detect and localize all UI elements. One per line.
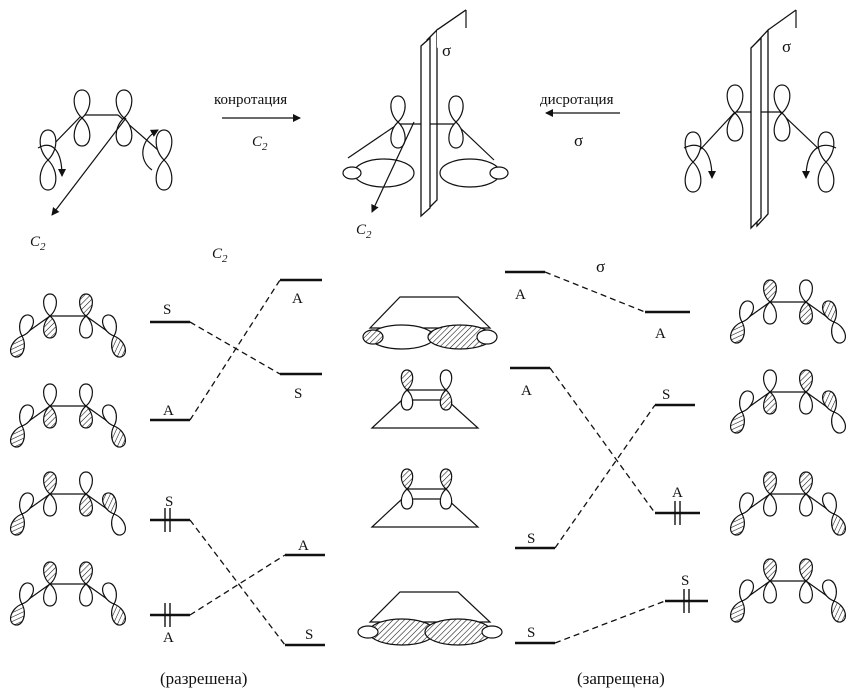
axis-label-mid: C2 — [356, 222, 372, 241]
axis-label-left: C2 — [30, 234, 46, 253]
p-orbital — [390, 95, 406, 149]
butadiene-mo-left-column — [9, 293, 127, 626]
sym-midleft-4: S — [305, 627, 313, 643]
p-orbital — [115, 89, 133, 147]
cyclobutene-pi-star — [370, 369, 480, 429]
p-orbital — [773, 84, 791, 142]
plane-label-right: σ — [782, 37, 791, 56]
p-orbital — [73, 89, 91, 147]
p-orbital — [101, 404, 127, 448]
p-orbital — [798, 279, 814, 325]
p-orbital — [439, 468, 453, 510]
conrotation-arrow: конротация C2 — [214, 92, 301, 153]
p-orbital — [42, 471, 58, 517]
sym-left-4: A — [163, 630, 174, 646]
correlation-lines — [189, 271, 666, 646]
sym-midleft-1: A — [292, 291, 303, 307]
sym-left-3: S — [165, 494, 173, 510]
conrotation-symbol: C2 — [252, 134, 268, 153]
sym-right-1: A — [655, 326, 666, 342]
sym-midright-4: S — [527, 625, 535, 641]
p-orbital — [821, 390, 847, 434]
butadiene-right-top — [683, 9, 837, 230]
sym-midleft-2: S — [294, 386, 302, 402]
p-orbital — [762, 279, 778, 325]
p-orbital — [817, 131, 835, 193]
p-orbital — [42, 293, 58, 339]
p-orbital — [9, 492, 35, 536]
p-orbital — [684, 131, 702, 193]
disrotation-arrow: дисротация σ — [540, 92, 620, 150]
sym-midleft-3: A — [298, 538, 309, 554]
sym-left-1: S — [163, 302, 171, 318]
p-orbital — [101, 492, 127, 536]
butadiene-left-top — [37, 89, 173, 216]
sym-right-4: S — [681, 573, 689, 589]
cyclobutene-top — [342, 9, 509, 218]
symmetry-labels: S A S A A S A S A A S S A S A S — [163, 287, 689, 646]
p-orbital — [729, 300, 755, 344]
disrotation-label: дисротация — [540, 92, 614, 108]
plane-label-mid: σ — [442, 41, 451, 60]
p-orbital — [762, 558, 778, 604]
p-orbital — [42, 561, 58, 607]
p-orbital — [101, 582, 127, 626]
p-orbital — [729, 390, 755, 434]
p-orbital — [439, 369, 453, 411]
p-orbital — [729, 579, 755, 623]
p-orbital — [400, 468, 414, 510]
sym-right-3: A — [672, 485, 683, 501]
p-orbital — [78, 471, 94, 517]
p-orbital — [101, 314, 127, 358]
sym-right-2: S — [662, 387, 670, 403]
p-orbital — [400, 369, 414, 411]
cyclobutene-sigma-star — [362, 296, 498, 350]
p-orbital — [821, 492, 847, 536]
p-orbital — [762, 471, 778, 517]
cyclobutene-mo-column — [357, 296, 503, 646]
p-orbital — [155, 129, 173, 191]
conrotation-label: конротация — [214, 92, 287, 108]
p-orbital — [78, 561, 94, 607]
energy-levels — [150, 270, 708, 647]
cyclobutene-sigma — [357, 591, 503, 646]
p-orbital — [9, 404, 35, 448]
p-orbital — [39, 129, 57, 191]
p-orbital — [78, 383, 94, 429]
disrotation-symbol: σ — [574, 131, 583, 150]
caption-allowed: (разрешена) — [160, 669, 247, 688]
p-orbital — [9, 582, 35, 626]
p-orbital — [798, 471, 814, 517]
p-orbital — [78, 293, 94, 339]
p-orbital — [798, 558, 814, 604]
electron-pairs — [164, 501, 690, 627]
p-orbital — [821, 579, 847, 623]
p-orbital — [821, 300, 847, 344]
p-orbital — [9, 314, 35, 358]
sym-midright-2: A — [521, 383, 532, 399]
caption-forbidden: (запрещена) — [577, 669, 665, 688]
p-orbital — [798, 369, 814, 415]
p-orbital — [762, 369, 778, 415]
symmetry-header-right: σ — [596, 257, 605, 276]
sym-midright-3: S — [527, 531, 535, 547]
cyclobutene-pi — [370, 468, 480, 528]
p-orbital — [42, 383, 58, 429]
p-orbital — [726, 84, 744, 142]
sym-left-2: A — [163, 403, 174, 419]
p-orbital — [448, 95, 464, 149]
butadiene-mo-right-column — [729, 279, 847, 623]
symmetry-header-left: C2 — [212, 246, 228, 265]
p-orbital — [729, 492, 755, 536]
sym-midright-1: A — [515, 287, 526, 303]
